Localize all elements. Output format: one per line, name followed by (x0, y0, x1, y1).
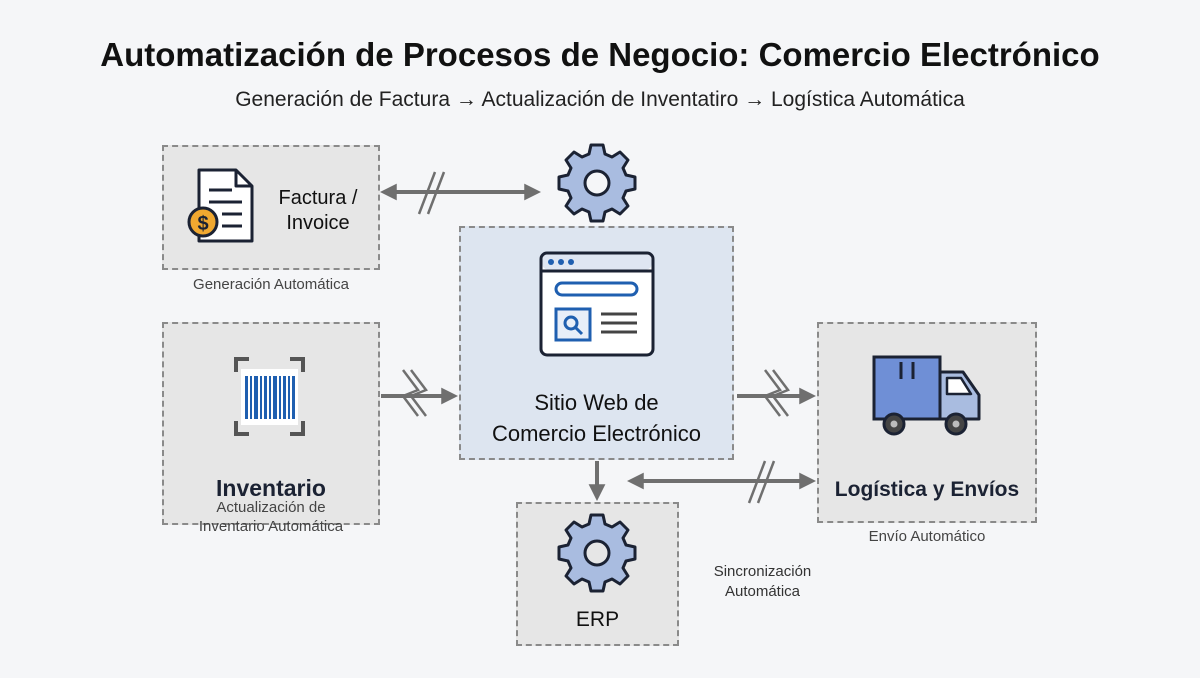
invoice-label-line2: Invoice (286, 212, 350, 234)
website-label-line2: Comercio Electrónico (491, 421, 702, 446)
sync-caption: Sincronización Automática (690, 562, 835, 602)
barcode-icon (234, 357, 305, 436)
inventory-node (162, 322, 380, 525)
logistics-label: Logística y Envíos (834, 478, 1020, 501)
erp-gear-icon (557, 513, 637, 593)
delivery-truck-icon (872, 355, 981, 436)
invoice-document-icon: $ (187, 168, 254, 243)
browser-window-icon (539, 251, 655, 357)
website-logistics-connector (737, 369, 817, 417)
inventory-caption-line2: Inventario Automática (198, 518, 344, 535)
inventory-caption-line1: Actualización de (216, 499, 326, 516)
invoice-gear-connector (379, 171, 542, 215)
inventory-website-connector (381, 369, 459, 417)
inventory-label: Inventario (216, 475, 326, 501)
inventory-caption: Actualización de Inventario Automática (162, 498, 380, 536)
invoice-label-line1: Factura / (278, 187, 358, 209)
invoice-caption: Generación Automática (193, 276, 349, 293)
page-title: Automatización de Procesos de Negocio: C… (100, 36, 1100, 73)
website-label: Sitio Web de Comercio Electrónico (459, 387, 734, 449)
website-label-line1: Sitio Web de (534, 390, 659, 415)
sync-caption-line1: Sincronización (713, 563, 812, 580)
erp-logistics-sync-connector (626, 460, 817, 504)
invoice-label: Factura / Invoice (262, 186, 374, 236)
page-subtitle: Generación de Factura → Actualización de… (235, 88, 965, 111)
logistics-caption: Envío Automático (868, 528, 986, 545)
gear-icon (557, 143, 637, 223)
svg-text:$: $ (197, 213, 208, 235)
sync-caption-line2: Automática (724, 583, 801, 600)
erp-label: ERP (575, 608, 620, 631)
